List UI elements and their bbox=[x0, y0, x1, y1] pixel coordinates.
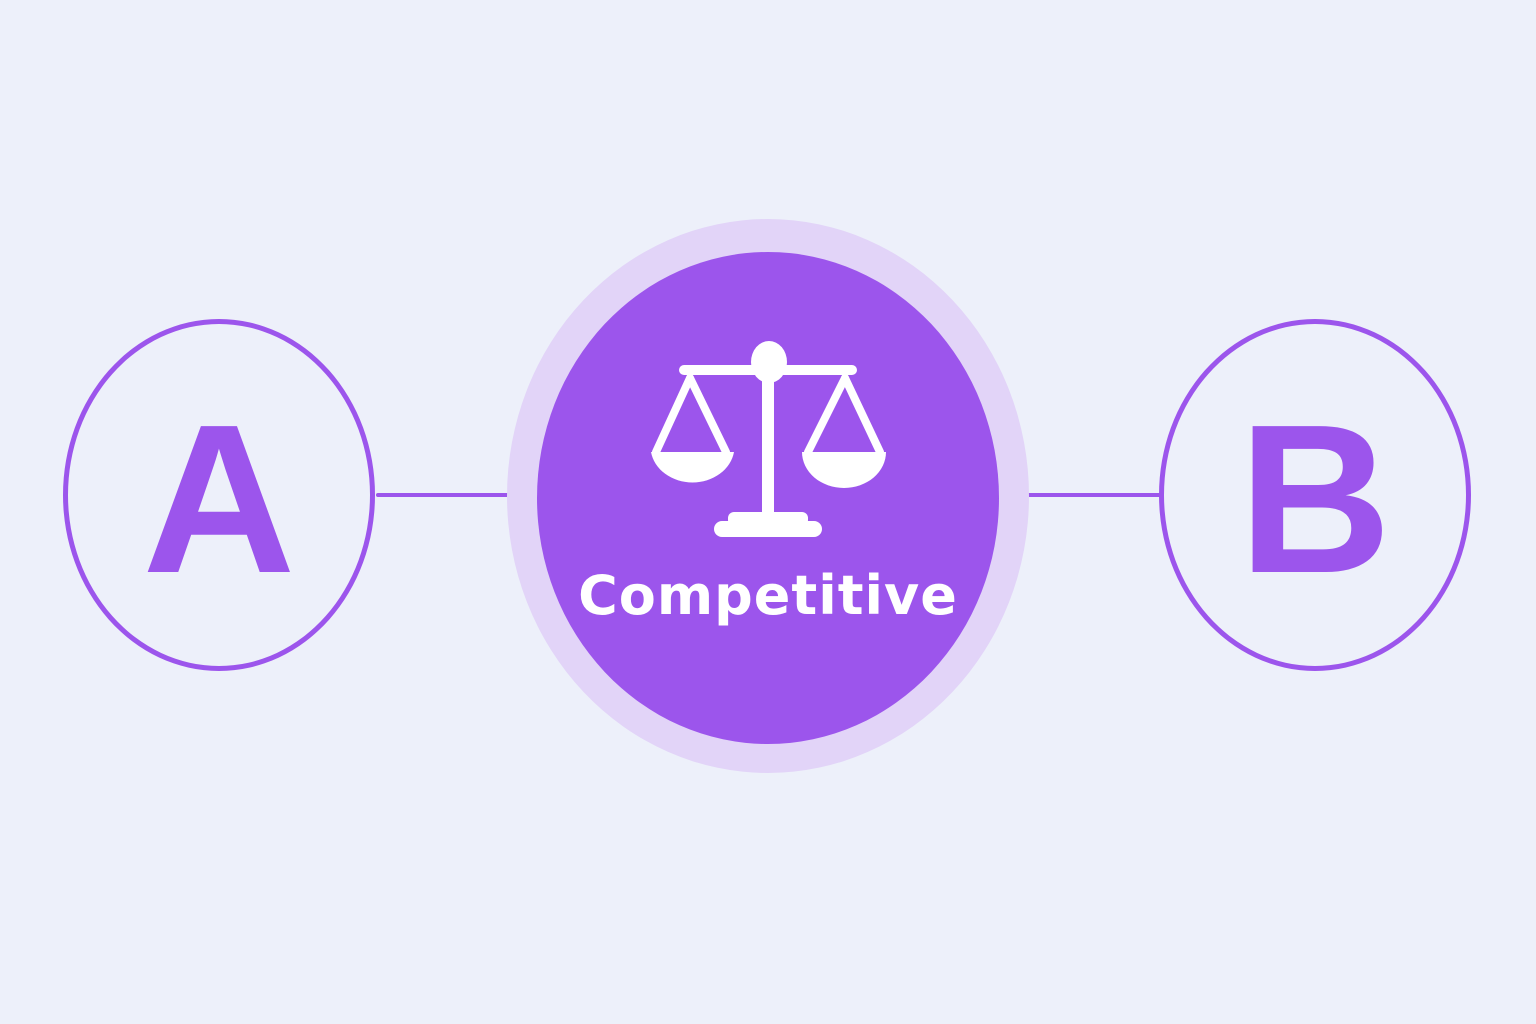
center-node-label: Competitive bbox=[578, 564, 958, 627]
node-a: A bbox=[63, 319, 375, 671]
connector-line-left bbox=[376, 493, 512, 497]
node-b-label: B bbox=[1238, 380, 1392, 617]
node-b: B bbox=[1159, 319, 1471, 671]
connector-line-right bbox=[1026, 493, 1162, 497]
balance-scale-icon bbox=[651, 341, 886, 537]
node-a-label: A bbox=[142, 380, 296, 617]
